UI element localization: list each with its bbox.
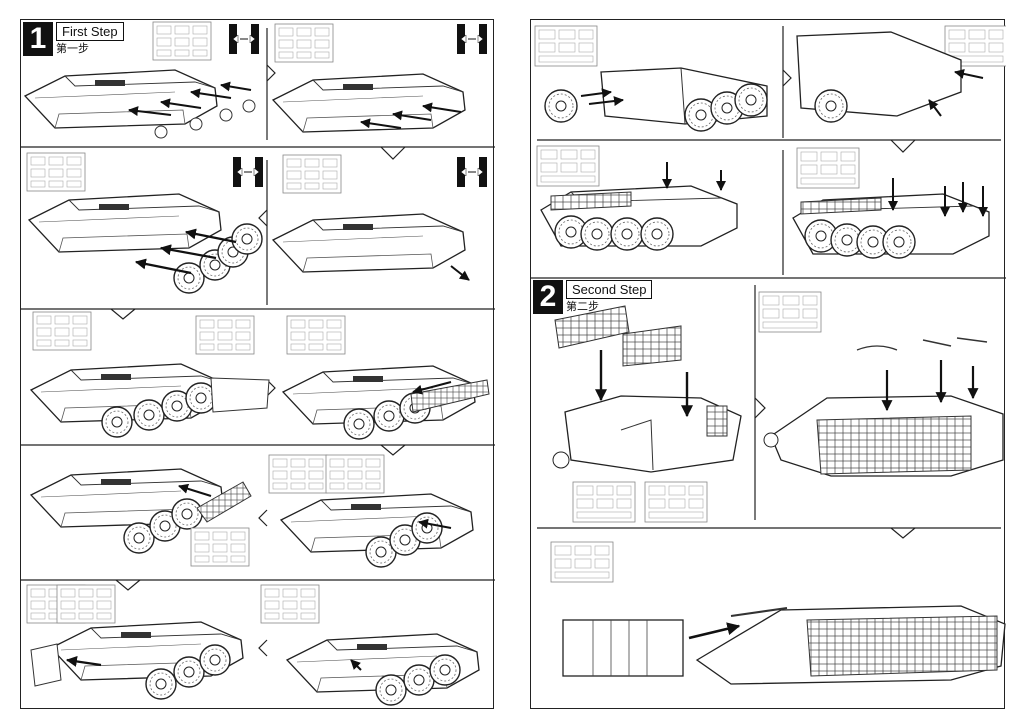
parts-sprue-icon xyxy=(56,584,116,624)
panel-1-2 xyxy=(272,23,488,133)
panel-r-1 xyxy=(534,25,768,132)
step-2-diagram xyxy=(531,25,1006,685)
step-1-header: 1 First Step 第一步 xyxy=(23,22,124,56)
step-2-header: 2 Second Step 第二步 xyxy=(533,280,653,314)
panel-r-7 xyxy=(550,541,1006,685)
flip-vehicle-icon xyxy=(228,23,260,55)
step-subtitle: 第二步 xyxy=(566,300,599,313)
panel-1-9 xyxy=(26,584,244,700)
parts-sprue-icon xyxy=(190,527,250,567)
assembly-arrow-icon xyxy=(128,81,252,117)
parts-sprue-icon xyxy=(26,152,86,192)
panel-r-6 xyxy=(758,291,1004,477)
parts-sprue-icon xyxy=(32,311,92,351)
parts-sprue-icon xyxy=(195,315,255,355)
panel-1-8 xyxy=(268,454,474,568)
flip-vehicle-icon xyxy=(232,156,264,188)
parts-sprue-icon xyxy=(796,147,860,189)
parts-sprue-icon xyxy=(644,481,708,523)
flip-vehicle-icon xyxy=(456,156,488,188)
parts-sprue-icon xyxy=(325,454,385,494)
instruction-page-left: 1 First Step 第一步 xyxy=(20,19,495,709)
flip-vehicle-icon xyxy=(456,23,488,55)
panel-1-4 xyxy=(272,154,488,281)
panel-1-3 xyxy=(26,152,264,294)
parts-sprue-icon xyxy=(268,454,328,494)
step-subtitle: 第一步 xyxy=(56,42,89,55)
step-number: 2 xyxy=(533,280,563,314)
parts-sprue-icon xyxy=(282,154,342,194)
panel-1-10 xyxy=(260,584,480,706)
panel-1-1 xyxy=(24,21,260,139)
step-1-diagram xyxy=(21,21,495,706)
panel-dividers xyxy=(21,28,495,657)
panel-r-3 xyxy=(536,145,738,251)
step-title: Second Step xyxy=(566,280,653,299)
parts-sprue-icon xyxy=(572,481,636,523)
panel-dividers xyxy=(531,26,1006,539)
step-title: First Step xyxy=(56,22,124,41)
panel-1-6 xyxy=(282,315,490,440)
parts-sprue-icon xyxy=(152,21,212,61)
parts-sprue-icon xyxy=(260,584,320,624)
parts-sprue-icon xyxy=(274,23,334,63)
panel-r-2 xyxy=(796,25,1006,123)
parts-sprue-icon xyxy=(536,145,600,187)
parts-sprue-icon xyxy=(286,315,346,355)
panel-r-4 xyxy=(792,147,990,259)
instruction-page-right: 2 Second Step 第二步 xyxy=(530,19,1006,709)
step-number: 1 xyxy=(23,22,53,56)
panel-1-5 xyxy=(30,311,270,438)
parts-sprue-icon xyxy=(550,541,614,583)
parts-sprue-icon xyxy=(758,291,822,333)
parts-sprue-icon xyxy=(534,25,598,67)
panel-r-5 xyxy=(552,305,742,523)
panel-1-7 xyxy=(30,468,252,567)
